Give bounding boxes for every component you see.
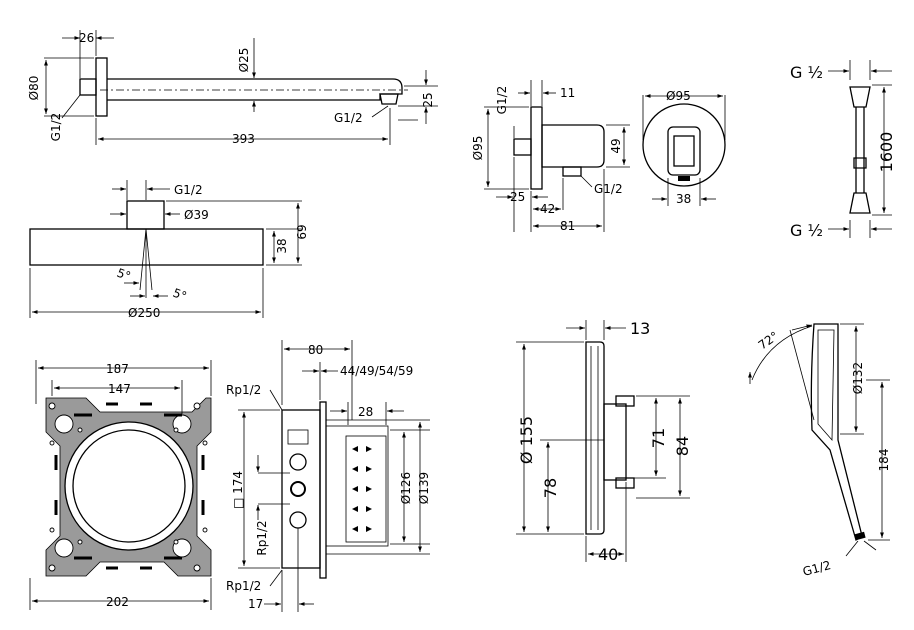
module-body: [603, 403, 627, 481]
hose-thread-top-label: G ½: [790, 63, 823, 82]
dim-42: 42: [540, 202, 555, 216]
dim-26: 26: [79, 31, 94, 45]
wall-outlet-view: 11 G1/2 Ø95 49 G1/2 25 42 81: [471, 80, 726, 233]
dim-front-38: 38: [676, 192, 691, 206]
dim-393: 393: [232, 132, 255, 146]
hose-top-nut: [849, 86, 871, 108]
handshower-angle: 72°: [756, 329, 781, 353]
outlet-plate: [530, 106, 543, 190]
arm-pipe: [107, 78, 403, 101]
dim-module-71: 71: [649, 428, 668, 448]
dim-d250: Ø250: [128, 306, 160, 320]
dim-outlet-25: 25: [510, 190, 525, 204]
dim-handshower-d132: Ø132: [851, 362, 865, 394]
outlet-front-body: [667, 126, 701, 176]
dim-module-78: 78: [541, 478, 560, 498]
outlet-thread-top-label: G1/2: [495, 86, 509, 115]
flange-view: 187 147 202: [29, 360, 212, 610]
module-bottom-nut: [615, 477, 635, 489]
dim-front-d95: Ø95: [666, 89, 691, 103]
dim-box-d126: Ø126: [399, 472, 413, 504]
dim-69: 69: [295, 224, 309, 239]
hose-thread-bottom-label: G ½: [790, 221, 823, 240]
head-connector: [126, 200, 165, 230]
head-angle-right: 5°: [171, 286, 189, 304]
dim-25-right: 25: [421, 92, 435, 107]
module-cover: [585, 341, 605, 535]
arm-connector: [379, 93, 399, 105]
dim-d39: Ø39: [184, 208, 209, 222]
dim-module-13: 13: [630, 319, 650, 338]
installation-box-view: 80 44/49/54/59 28 Rp1/2 □ 174 Rp1/2 Rp1/…: [226, 340, 431, 612]
arm-thread: [79, 78, 97, 96]
dim-module-40: 40: [598, 545, 618, 564]
outlet-front-circle: [642, 103, 726, 187]
head-thread-label: G1/2: [174, 183, 203, 197]
dim-49: 49: [609, 138, 623, 153]
dim-11: 11: [560, 86, 575, 100]
dim-box-44: 44/49/54/59: [340, 364, 413, 378]
head-plate: [29, 228, 264, 266]
box-cover: [325, 425, 389, 547]
arm-wall-plate: [95, 57, 108, 117]
thermostat-module-view: 13 Ø 155 78 71 84 40: [516, 319, 692, 564]
outlet-front-inner: [673, 135, 695, 167]
hose-length: 1600: [877, 132, 896, 173]
shower-arm-view: 26 Ø25 Ø80 G1/2 393 25 G1/2: [27, 30, 438, 146]
flange-ring-inner: [72, 429, 186, 543]
dim-187: 187: [106, 362, 129, 376]
overhead-shower-view: G1/2 Ø39 38 69 5° 5° Ø250: [29, 180, 309, 320]
dim-box-28: 28: [358, 405, 373, 419]
dim-module-d155: Ø 155: [517, 416, 536, 464]
dim-d80: Ø80: [27, 76, 41, 101]
hose-bottom-nut: [849, 192, 871, 214]
dim-handshower-184: 184: [877, 449, 891, 472]
dim-outlet-d95: Ø95: [471, 136, 485, 161]
arm-thread-left-label: G1/2: [49, 113, 63, 142]
outlet-thread-bottom-label: G1/2: [594, 182, 623, 196]
box-flange: [319, 401, 327, 579]
arm-thread-right-label: G1/2: [334, 111, 363, 125]
box-thread-mid-label: Rp1/2: [255, 520, 269, 555]
handshower-body: [810, 323, 863, 542]
head-angle-left: 5°: [115, 266, 133, 284]
flange-ring-outer: [64, 421, 194, 551]
dim-d25: Ø25: [237, 48, 251, 73]
dim-box-174: □ 174: [231, 471, 245, 509]
dim-147: 147: [108, 382, 131, 396]
hose-view: G ½ 1600 G ½: [790, 60, 896, 240]
module-top-nut: [615, 395, 635, 407]
hand-shower-view: 72° Ø132 184 G1/2: [748, 323, 891, 579]
outlet-body: [541, 124, 605, 168]
box-thread-top-label: Rp1/2: [226, 383, 261, 397]
handshower-thread-label: G1/2: [801, 558, 832, 579]
outlet-nozzle: [562, 166, 582, 177]
outlet-thread: [513, 138, 532, 156]
dim-81: 81: [560, 219, 575, 233]
dim-box-17: 17: [248, 597, 263, 611]
dim-38: 38: [275, 238, 289, 253]
dim-module-84: 84: [673, 436, 692, 456]
dim-box-80: 80: [308, 343, 323, 357]
dim-box-d139: Ø139: [417, 472, 431, 504]
dim-202: 202: [106, 595, 129, 609]
box-thread-bottom-label: Rp1/2: [226, 579, 261, 593]
